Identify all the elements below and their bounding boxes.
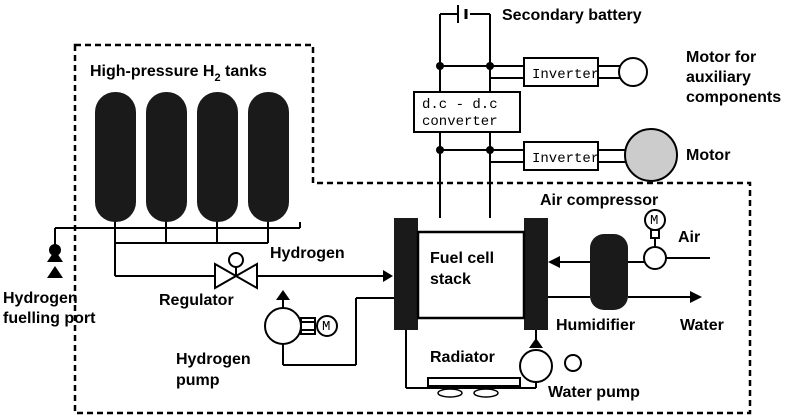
inverter-aux: Inverter xyxy=(523,57,599,87)
svg-text:M: M xyxy=(650,213,658,229)
fuel-cell-stack xyxy=(394,218,548,330)
motor-aux xyxy=(618,57,648,87)
dc-dc-converter: d.c - d.c converter xyxy=(413,91,521,133)
air-label: Air xyxy=(678,229,700,246)
svg-text:converter: converter xyxy=(422,114,498,130)
tank-2 xyxy=(146,92,187,222)
svg-text:Inverter: Inverter xyxy=(532,151,599,167)
motor-aux-label-3: components xyxy=(686,89,781,106)
radiator-label: Radiator xyxy=(430,349,495,366)
radiator xyxy=(427,377,521,398)
hydrogen-line-label: Hydrogen xyxy=(270,245,345,262)
tank-3 xyxy=(197,92,238,222)
water-pump-label: Water pump xyxy=(548,384,640,401)
motor-main xyxy=(624,128,678,182)
h2-tank-enclosure xyxy=(73,43,752,415)
svg-text:Inverter: Inverter xyxy=(532,67,599,83)
air-compressor: M xyxy=(643,209,710,270)
secondary-battery-label: Secondary battery xyxy=(502,7,642,24)
hydrogen-port-label: Hydrogen xyxy=(3,290,78,307)
tanks-title: High-pressure H2 tanks xyxy=(90,63,267,84)
fuel-cell-label-1: Fuel cell xyxy=(430,250,494,267)
svg-text:M: M xyxy=(322,319,330,335)
hydrogen-port-label-2: fuelling port xyxy=(3,310,96,327)
svg-text:d.c - d.c: d.c - d.c xyxy=(422,97,498,113)
tank-1 xyxy=(95,92,136,222)
water-label: Water xyxy=(680,317,724,334)
fuel-cell-label-2: stack xyxy=(430,271,471,288)
hydrogen-pump-label-1: Hydrogen xyxy=(176,351,251,368)
inverter-main: Inverter xyxy=(523,141,599,171)
motor-label: Motor xyxy=(686,147,730,164)
hydrogen-fuelling-port xyxy=(47,228,63,278)
hydrogen-tanks xyxy=(95,92,289,222)
regulator-label: Regulator xyxy=(159,292,234,309)
motor-aux-label-1: Motor for xyxy=(686,49,756,66)
humidifier xyxy=(590,234,628,310)
humidifier-label: Humidifier xyxy=(556,317,635,334)
hydrogen-pump: M xyxy=(264,290,338,345)
hydrogen-pump-label-2: pump xyxy=(176,372,220,389)
secondary-battery xyxy=(457,5,468,23)
motor-aux-label-2: auxiliary xyxy=(686,69,751,86)
regulator-valve xyxy=(214,252,258,290)
air-compressor-label: Air compressor xyxy=(540,192,658,209)
tank-4 xyxy=(248,92,289,222)
tank-manifold xyxy=(55,222,301,277)
water-pump xyxy=(519,330,582,389)
